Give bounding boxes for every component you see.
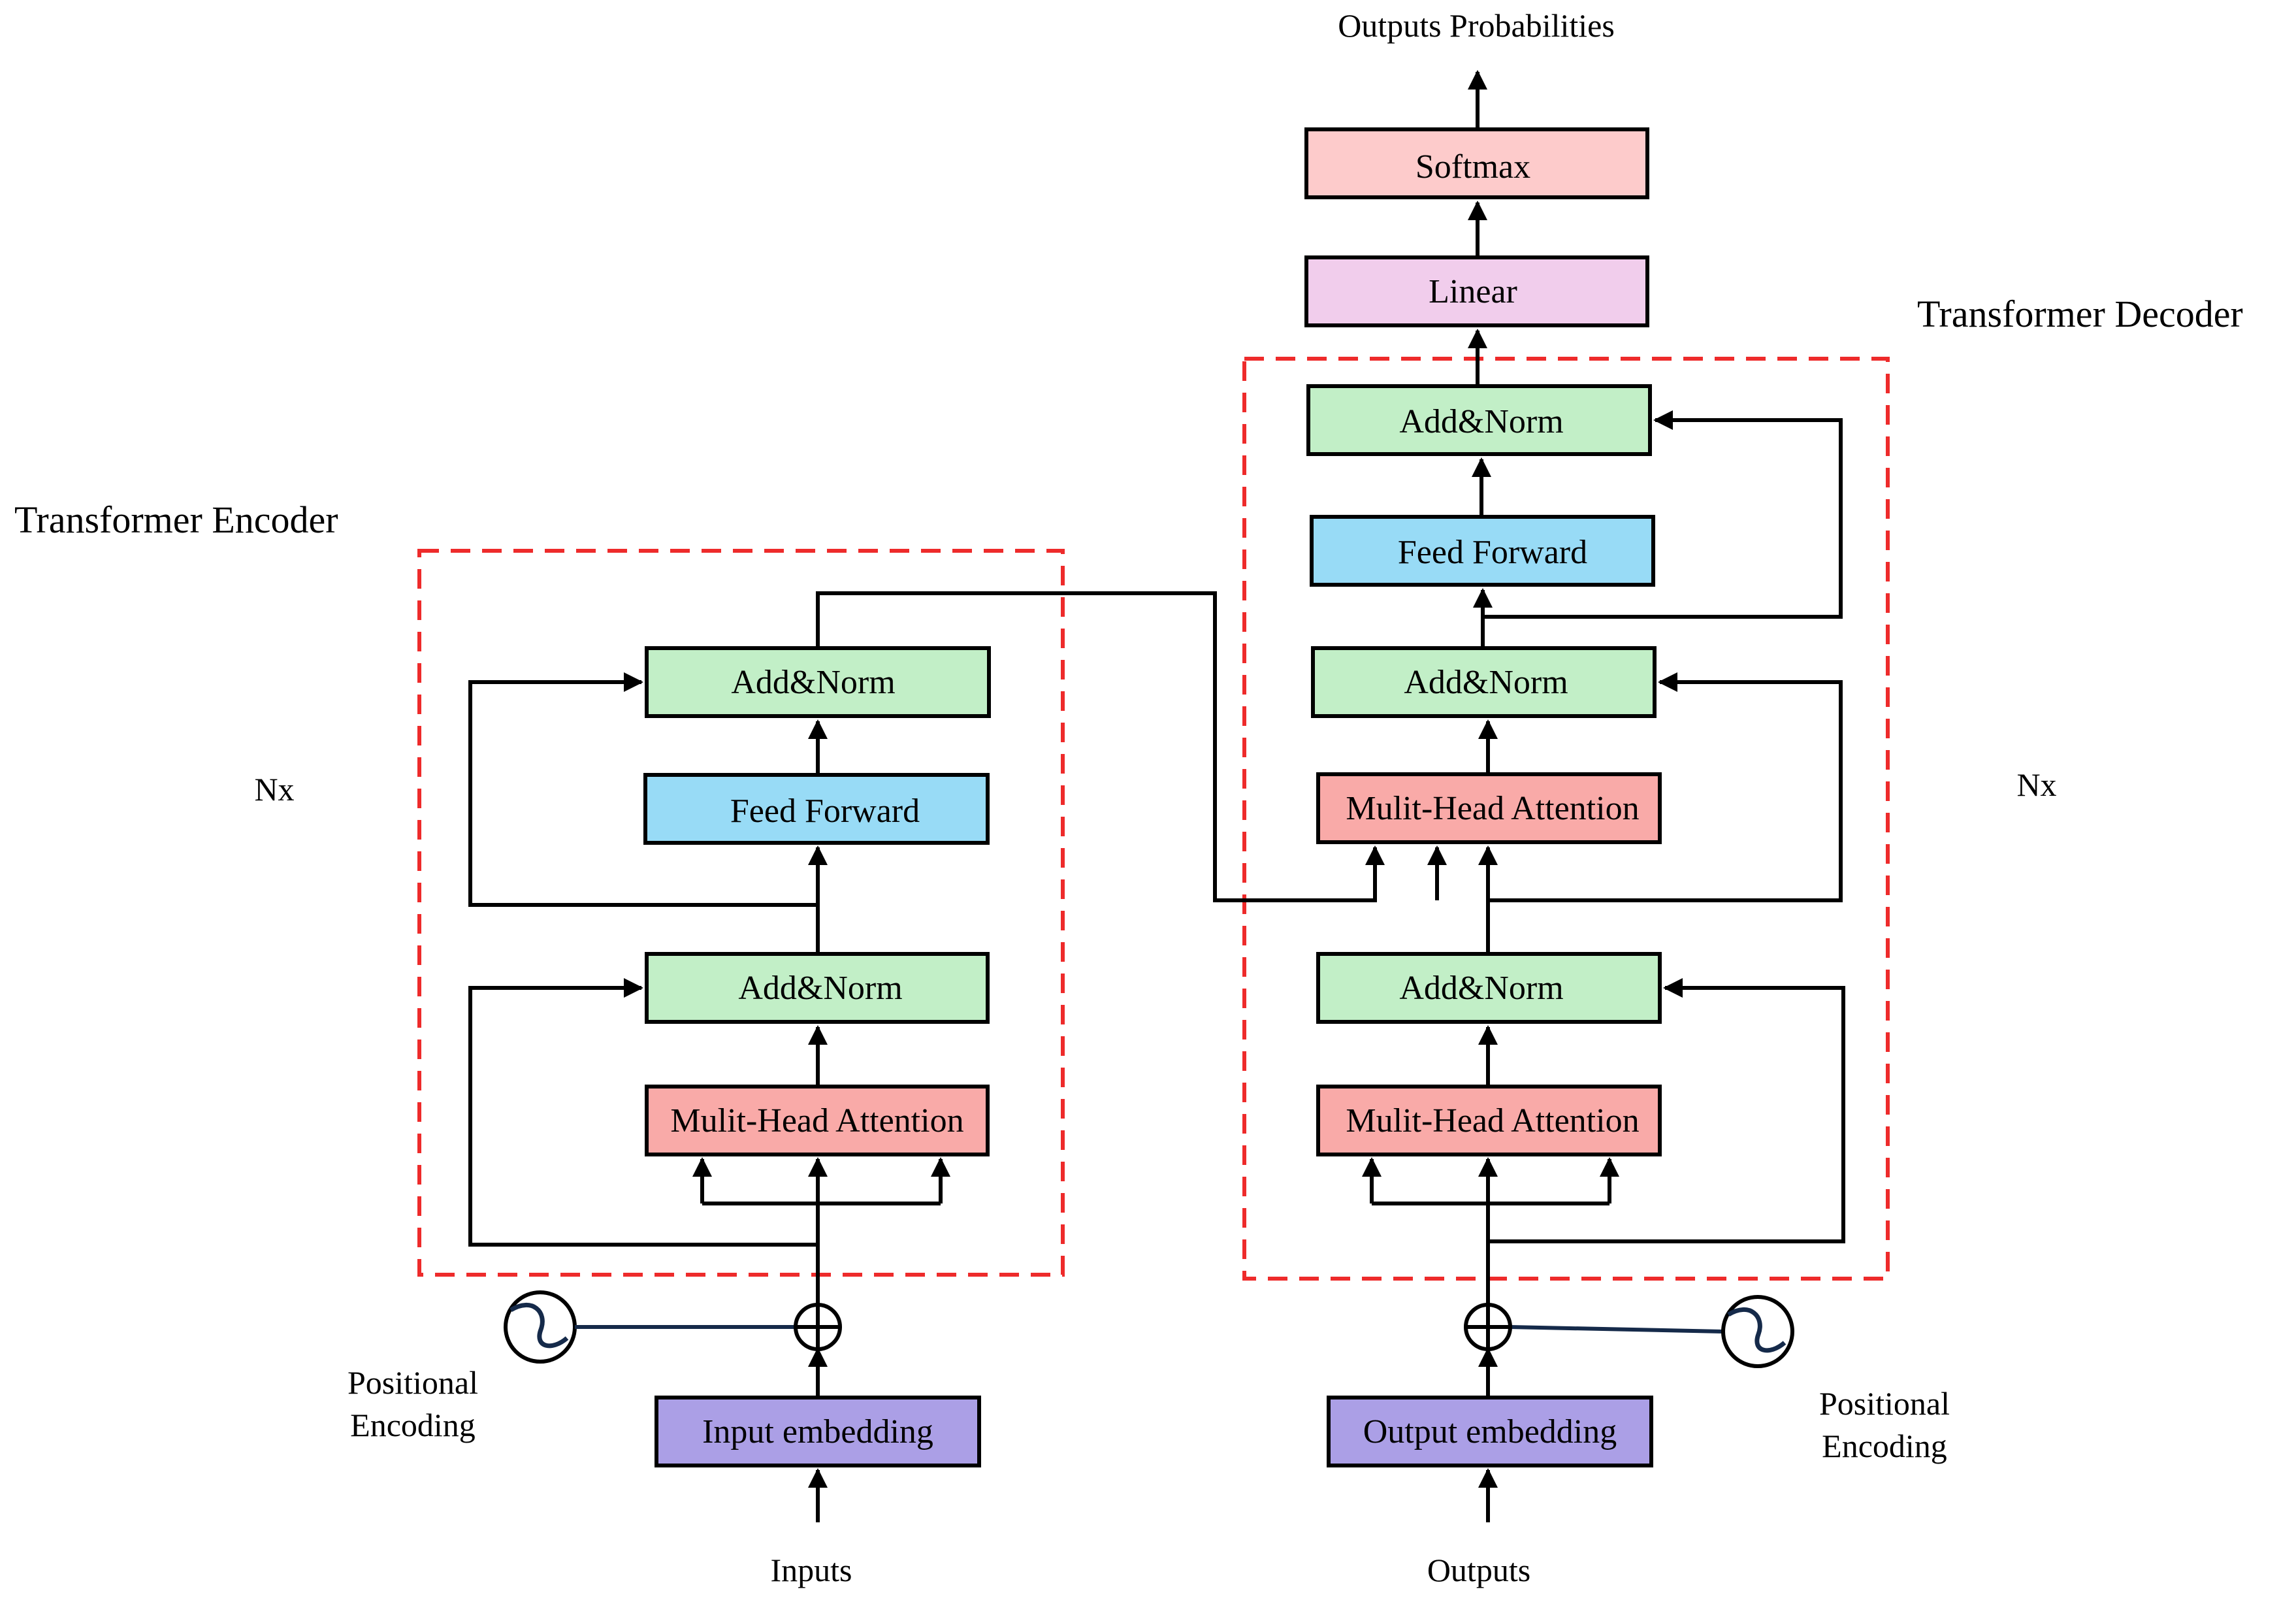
decoder-positional-label-line2: Encoding	[1822, 1428, 1947, 1464]
encoder-attention-label: Mulit-Head Attention	[670, 1102, 963, 1139]
decoder-title: Transformer Decoder	[1917, 293, 2243, 335]
encoder-input-embedding-label: Input embedding	[702, 1413, 933, 1450]
encoder-positional-encoding: Positional Encoding	[348, 1290, 842, 1443]
decoder-masked-attention-block: Mulit-Head Attention	[1316, 1085, 1662, 1156]
decoder-feed-forward-label: Feed Forward	[1398, 534, 1587, 571]
decoder-add-norm-2-label: Add&Norm	[1404, 664, 1568, 701]
decoder-cross-attention-block: Mulit-Head Attention	[1316, 772, 1662, 844]
decoder-feed-forward-block: Feed Forward	[1310, 515, 1655, 587]
inputs-label: Inputs	[771, 1552, 852, 1588]
decoder-linear-label: Linear	[1429, 273, 1517, 310]
encoder-boundary	[417, 549, 1065, 1277]
decoder-cross-attention-label: Mulit-Head Attention	[1346, 790, 1639, 827]
encoder-positional-label-line1: Positional	[348, 1364, 478, 1401]
encoder-feed-forward-block: Feed Forward	[643, 773, 990, 845]
decoder-boundary	[1242, 357, 1890, 1281]
encoder-attention-block: Mulit-Head Attention	[645, 1085, 990, 1156]
decoder-add-icon	[1464, 1303, 1512, 1351]
decoder-softmax-block: Softmax	[1304, 127, 1649, 199]
decoder-add-norm-3-label: Add&Norm	[1399, 403, 1563, 440]
encoder-add-norm-2-label: Add&Norm	[731, 664, 895, 701]
encoder-add-icon	[794, 1303, 842, 1351]
decoder-add-norm-2-block: Add&Norm	[1311, 646, 1657, 718]
encoder-add-norm-1-block: Add&Norm	[645, 952, 990, 1024]
decoder-softmax-label: Softmax	[1415, 148, 1530, 186]
decoder-add-norm-1-block: Add&Norm	[1316, 952, 1662, 1024]
decoder-repeat-label: Nx	[2016, 766, 2056, 803]
outputs-label: Outputs	[1427, 1552, 1530, 1588]
decoder-add-norm-3-block: Add&Norm	[1306, 384, 1652, 456]
encoder-input-embedding-block: Input embedding	[655, 1396, 981, 1467]
decoder-connections	[1362, 70, 1845, 1522]
decoder-output-embedding-block: Output embedding	[1327, 1396, 1653, 1467]
decoder-positional-encoding: Positional Encoding	[1464, 1295, 1950, 1464]
decoder-masked-attention-label: Mulit-Head Attention	[1346, 1102, 1639, 1139]
outputs-probabilities-label: Outputs Probabilities	[1338, 7, 1615, 44]
encoder-repeat-label: Nx	[254, 771, 294, 808]
decoder-output-embedding-label: Output embedding	[1363, 1413, 1617, 1450]
decoder-add-norm-1-label: Add&Norm	[1399, 970, 1563, 1007]
encoder-add-norm-1-label: Add&Norm	[738, 970, 902, 1007]
encoder-connections	[468, 591, 1447, 1522]
decoder-positional-label-line1: Positional	[1819, 1385, 1950, 1422]
encoder-add-norm-2-block: Add&Norm	[645, 646, 991, 718]
encoder-feed-forward-label: Feed Forward	[730, 793, 920, 830]
encoder-title: Transformer Encoder	[14, 499, 338, 541]
decoder-linear-block: Linear	[1304, 255, 1649, 327]
encoder-positional-label-line2: Encoding	[350, 1407, 476, 1443]
